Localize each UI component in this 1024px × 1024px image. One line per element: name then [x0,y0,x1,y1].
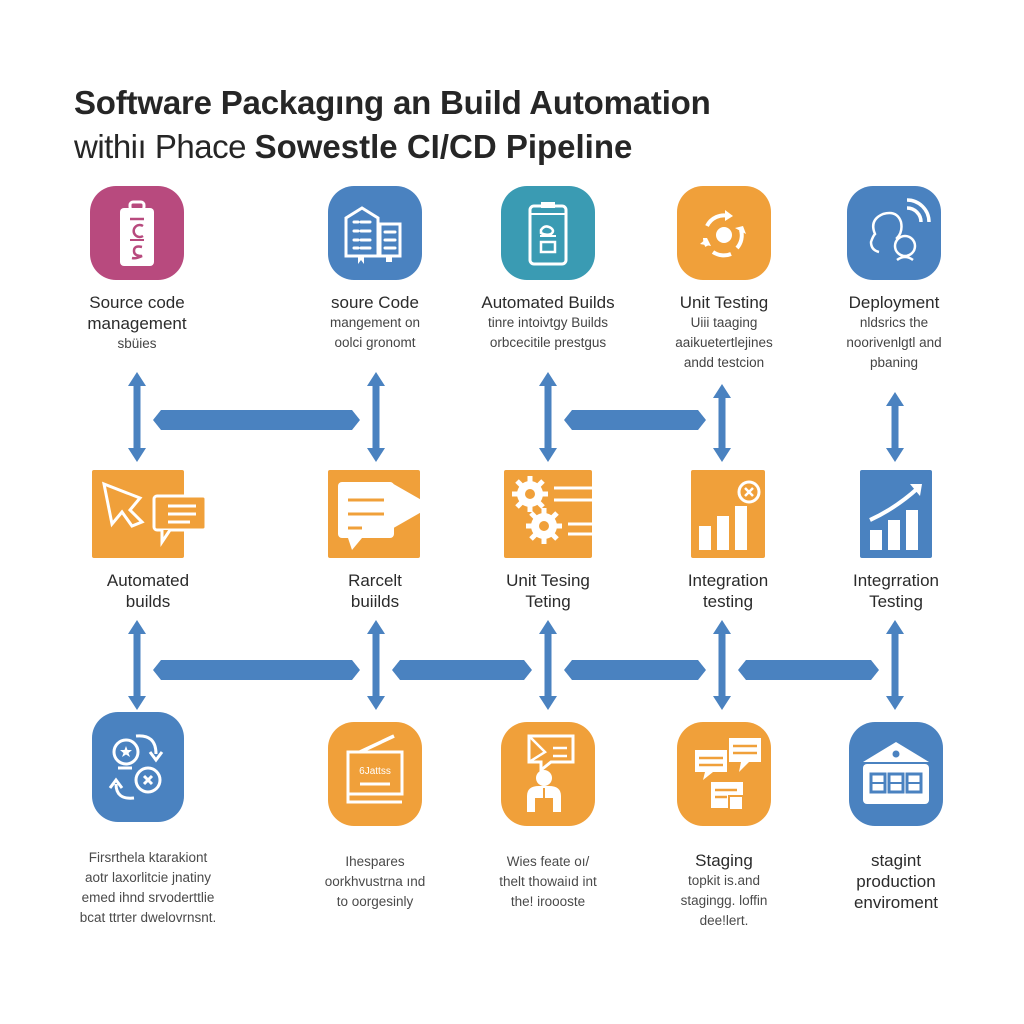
user-signal-icon [847,186,941,280]
vertical-connector-arrow [886,392,904,462]
diagram-subtitle: withiı Phace Sowestle CI/CD Pipeline [74,128,632,166]
horizontal-connector-arrow [392,660,532,680]
vertical-connector-arrow [367,372,385,462]
stage-label: soure Code [331,293,419,312]
stage-desc-line: Ihespares [345,854,405,869]
stage-label: Source code management [87,293,187,333]
stage-desc-line: andd testcion [683,355,765,370]
stage-desc-line: Uiii taaging [690,315,758,330]
stage-desc-line: Firsrthela ktarakiont [88,850,208,865]
vertical-connector-arrow [713,620,731,710]
cursor-chat-icon [92,470,208,558]
stage-desc-line: stagingg. loffin [680,893,768,908]
stage-label: Unit Testing [679,293,769,312]
vertical-connector-arrow [713,384,731,462]
document-tag-icon [90,186,184,280]
stage-desc-line: the! iroooste [510,894,586,909]
horizontal-connector-arrow [564,660,706,680]
buildings-icon [328,186,422,280]
vertical-connector-arrow [539,620,557,710]
subtitle-bold-text: Sowestle CI/CD Pipeline [254,128,633,165]
stage-automated-builds-2: Automated builds [58,470,238,612]
refresh-cycle-icon [677,186,771,280]
stage-label: Staging [695,851,753,870]
stage-label: stagint production enviroment [853,851,939,912]
stage-desc-line: nldsrics the [859,315,929,330]
stage-feature-presenter: Wies feate oı/ thelt thowaiıd int the! i… [458,722,638,912]
stage-desc-line: emed ihnd srvoderttlie [81,890,215,905]
stage-label: Integrration Testing [853,571,939,611]
stage-integrration-testing: Integrration Testing [806,470,986,612]
chat-bubbles-icon [677,722,771,826]
presenter-icon [501,722,595,826]
stage-label: Automated builds [106,571,190,611]
stage-label: Automated Builds [481,293,615,312]
stage-desc-line: sbüies [117,336,157,351]
stage-unit-testing-2: Unit Tesing Teting [458,470,638,612]
stage-integration-testing: Integration testing [638,470,818,612]
stage-label: Rarcelt buiilds [348,571,402,611]
bar-chart-icon [691,470,765,558]
vertical-connector-arrow [128,372,146,462]
stage-desc-line: aaikuetertlejines [675,335,773,350]
exchange-icon [92,712,184,822]
warehouse-icon [849,722,943,826]
stage-automated-builds: Automated Builds tinre intoivtgy Builds … [458,186,638,353]
clapboard-icon-text: 6Jattss [359,766,391,777]
stage-desc-line: oolci gronomt [334,335,416,350]
vertical-connector-arrow [367,620,385,710]
stage-staging: Staging topkit is.and stagingg. loffin d… [634,722,814,931]
horizontal-connector-arrow [564,410,706,430]
stage-desc-line: orbcecitile prestgus [489,335,607,350]
stage-unit-testing: Unit Testing Uiii taaging aaikuetertleji… [634,186,814,373]
stage-source-code-management: Source code management sbüies [47,186,227,354]
vertical-connector-arrow [886,620,904,710]
clapboard-icon: 6Jattss [328,722,422,826]
stage-desc-line: mangement on [329,315,421,330]
stage-deployment: Deployment nldsrics the noorivenlgtl and… [804,186,984,373]
stage-first-development: Firsrthela ktarakiont aotr laxorlitcie j… [58,712,238,928]
stage-desc-line: noorivenlgtl and [846,335,942,350]
growth-chart-icon [860,470,932,558]
message-play-icon [328,470,432,558]
stage-label: Unit Tesing Teting [506,571,590,611]
diagram-title: Software Packagıng an Build Automation [74,84,711,121]
stage-source-code: soure Code mangement on oolci gronomt [285,186,465,353]
stage-label: Deployment [848,293,940,312]
gears-icon [504,470,592,558]
vertical-connector-arrow [128,620,146,710]
horizontal-connector-arrow [153,410,360,430]
stage-desc-line: dee!lert. [699,913,749,928]
stage-desc-line: thelt thowaiıd int [499,874,597,889]
horizontal-connector-arrow [153,660,360,680]
clipboard-icon [501,186,595,280]
stage-label: Integration testing [687,571,769,611]
stage-prepares: 6Jattss Ihespares oorkhvustrna ınd to oo… [285,722,465,912]
stage-desc-line: to oorgesinly [336,894,414,909]
stage-desc-line: aotr laxorlitcie jnatiny [84,870,212,885]
stage-desc-line: topkit is.and [687,873,761,888]
vertical-connector-arrow [539,372,557,462]
horizontal-connector-arrow [738,660,879,680]
stage-desc-line: Wies feate oı/ [506,854,590,869]
stage-desc-line: bcat ttrter dwelovrnsnt. [79,910,217,925]
stage-production-environment: stagint production enviroment [806,722,986,913]
stage-rarcelt-builds: Rarcelt buiilds [285,470,465,612]
stage-desc-line: oorkhvustrna ınd [324,874,426,889]
subtitle-light-text: withiı Phace [74,128,255,165]
stage-desc-line: pbaning [869,355,919,370]
stage-desc-line: tinre intoivtgy Builds [487,315,609,330]
